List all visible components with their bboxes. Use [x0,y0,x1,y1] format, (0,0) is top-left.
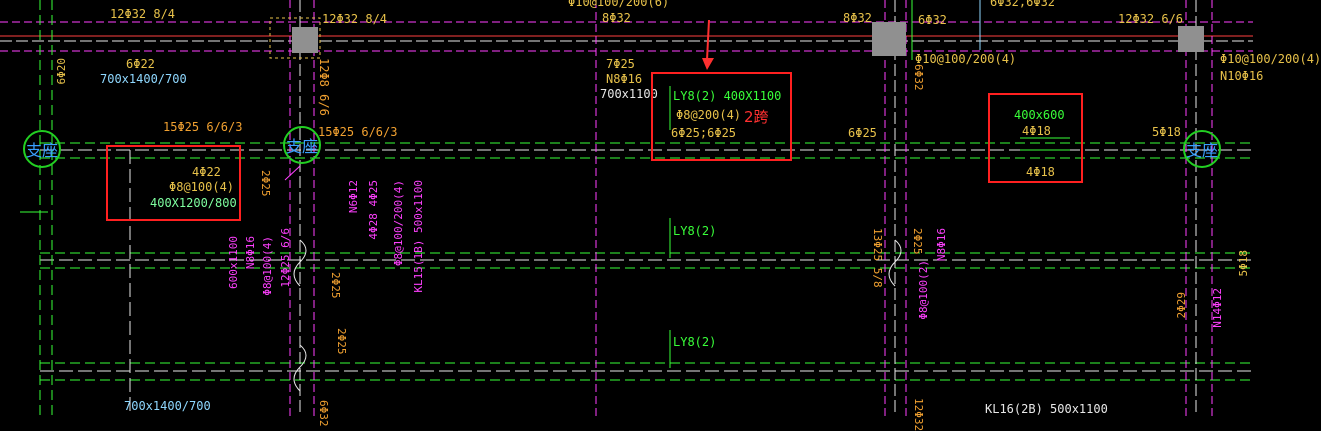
label-top-10: Φ10@100/200(4) [1220,52,1321,66]
label-top-1: 12Φ32 8/4 [110,7,176,21]
label-mid-3: 700x1100 [600,87,658,101]
label-mid-2: N8Φ16 [606,72,643,86]
label-v-col3c: 5Φ18 [1237,250,1250,277]
label-v-col3b: N14Φ12 [1211,288,1224,328]
label-v-mag1: 600x1100 [227,236,240,289]
box-right-line2: 4Φ18 [1022,124,1051,138]
label-v-col2e: 6Φ32 [912,64,925,91]
label-top-9: Φ10@100/200(4) [915,52,1017,66]
label-v-col1c: 2Φ25 [259,170,272,197]
box-left-line1: 4Φ22 [192,165,221,179]
label-top-4: 8Φ32 [602,11,631,25]
label-v-col2d: Φ8@100(2) [917,260,930,320]
label-top-8: 12Φ32 6/6 [1118,12,1184,26]
box-center-line3: 6Φ25;6Φ25 [671,126,737,140]
label-v-col1f: KL15(1B) 500x1100 [412,180,425,293]
label-top-11: N10Φ16 [1220,69,1264,83]
label-top-7: 6Φ32,6Φ32 [990,0,1056,9]
label-v-col1a: 12Φ8 6/6 [317,58,331,116]
label-left-1: 6Φ22 [126,57,155,71]
label-v-col2a: 13Φ25 5/8 [871,228,884,288]
arrow-down-icon [702,19,714,70]
label-bottom-1: 700x1400/700 [124,399,211,413]
label-v-col1i: 2Φ25 [335,328,348,355]
label-v-col2f: 12Φ32 [912,398,925,431]
box-center-line1: LY8(2) 400X1100 [673,89,782,103]
label-top-6: 6Φ32 [918,13,947,27]
box-left-line3: 400X1200/800 [150,196,237,210]
label-v-mag4: 12Φ25 6/6 [279,228,292,288]
label-v-mag2: N8Φ16 [244,236,257,270]
label-top-3: Φ10@100/200(6) [568,0,670,9]
label-v-col2b: 2Φ25 [911,228,924,255]
column-square-3[interactable] [1178,26,1204,52]
label-v-mag3: Φ8@100(4) [261,236,274,296]
column-square-1[interactable] [292,27,318,53]
label-v-col2c: N8Φ16 [935,228,948,262]
box-center-beam[interactable] [651,72,792,161]
label-v-col1e: 4Φ28 4Φ25 [367,180,380,240]
box-right-line3: 4Φ18 [1026,165,1055,179]
label-right-1: 6Φ25 [848,126,877,140]
support-middle[interactable]: 支座 [283,126,321,164]
label-left-3: 15Φ25 6/6/3 [163,120,243,134]
box-left-beam[interactable] [106,145,241,221]
label-left-2: 700x1400/700 [100,72,187,86]
label-v-col3a: 2Φ29 [1175,292,1188,319]
box-center-span-annotation: 2跨 [744,108,769,126]
label-mid-1: 7Φ25 [606,57,635,71]
label-v-col1d: N6Φ12 [347,180,360,214]
box-right-beam[interactable] [988,93,1083,183]
support-left[interactable]: 支座 [23,130,61,168]
label-v-col1g: Φ8@100/200(4) [392,180,405,267]
beam-label-ly8-1: LY8(2) [673,224,717,238]
column-square-2[interactable] [872,22,906,56]
label-v-col1h: 2Φ25 [329,272,342,299]
box-right-line1: 400x600 [1014,108,1065,122]
label-v-left-top: 6Φ20 [55,58,68,85]
beam-label-ly8-2: LY8(2) [673,335,717,349]
support-right[interactable]: 支座 [1183,130,1221,168]
label-top-2: 12Φ32 8/4 [322,12,388,26]
drawing-lines [0,0,1253,416]
label-right-2: 5Φ18 [1152,125,1181,139]
label-left-4: 15Φ25 6/6/3 [318,125,398,139]
label-bottom-2: KL16(2B) 500x1100 [985,402,1108,416]
label-top-5: 8Φ32 [843,11,872,25]
box-left-line2: Φ8@100(4) [169,180,235,194]
label-v-col1b: 6Φ32 [317,400,330,427]
box-center-line2: Φ8@200(4) [676,108,742,122]
